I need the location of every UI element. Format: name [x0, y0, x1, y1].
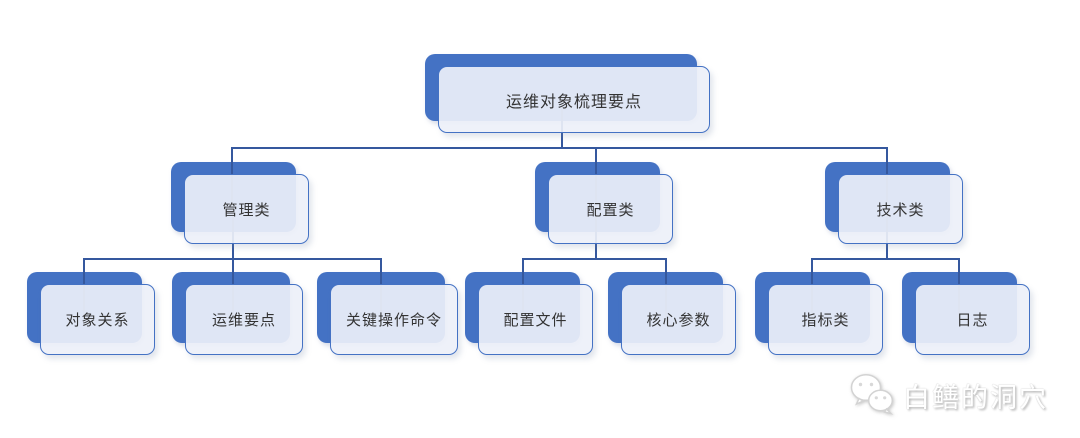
- node-face: 配置文件: [478, 284, 593, 355]
- node-om-key-points: 运维要点: [172, 272, 303, 355]
- node-core-parameters-label: 核心参数: [646, 312, 711, 329]
- node-face: 日志: [915, 284, 1030, 355]
- node-face: 关键操作命令: [330, 284, 458, 355]
- node-management-label: 管理类: [222, 201, 271, 219]
- node-technical: 技术类: [825, 162, 963, 244]
- watermark-text: 白鳝的洞穴: [903, 382, 1048, 413]
- node-metrics: 指标类: [755, 272, 883, 355]
- node-object-relations-label: 对象关系: [65, 312, 130, 329]
- node-logs-label: 日志: [956, 312, 989, 329]
- node-face: 运维对象梳理要点: [438, 66, 710, 133]
- node-face: 核心参数: [621, 284, 736, 355]
- node-config-files-label: 配置文件: [503, 312, 568, 329]
- node-key-commands: 关键操作命令: [317, 272, 458, 355]
- node-config-files: 配置文件: [465, 272, 593, 355]
- node-configuration-label: 配置类: [586, 201, 635, 219]
- node-face: 配置类: [548, 174, 673, 244]
- node-face: 管理类: [184, 174, 309, 244]
- node-face: 指标类: [768, 284, 883, 355]
- node-logs: 日志: [902, 272, 1030, 355]
- node-root-label: 运维对象梳理要点: [505, 93, 642, 111]
- node-key-commands-label: 关键操作命令: [345, 312, 442, 329]
- wechat-icon: [850, 373, 894, 415]
- node-management: 管理类: [171, 162, 309, 244]
- node-face: 运维要点: [185, 284, 303, 355]
- node-root: 运维对象梳理要点: [425, 54, 710, 133]
- node-face: 技术类: [838, 174, 963, 244]
- node-face: 对象关系: [40, 284, 155, 355]
- node-om-key-points-label: 运维要点: [211, 312, 276, 329]
- watermark: 白鳝的洞穴: [848, 372, 1048, 418]
- node-technical-label: 技术类: [876, 201, 925, 219]
- node-metrics-label: 指标类: [801, 312, 850, 329]
- node-configuration: 配置类: [535, 162, 673, 244]
- node-core-parameters: 核心参数: [608, 272, 736, 355]
- node-object-relations: 对象关系: [27, 272, 155, 355]
